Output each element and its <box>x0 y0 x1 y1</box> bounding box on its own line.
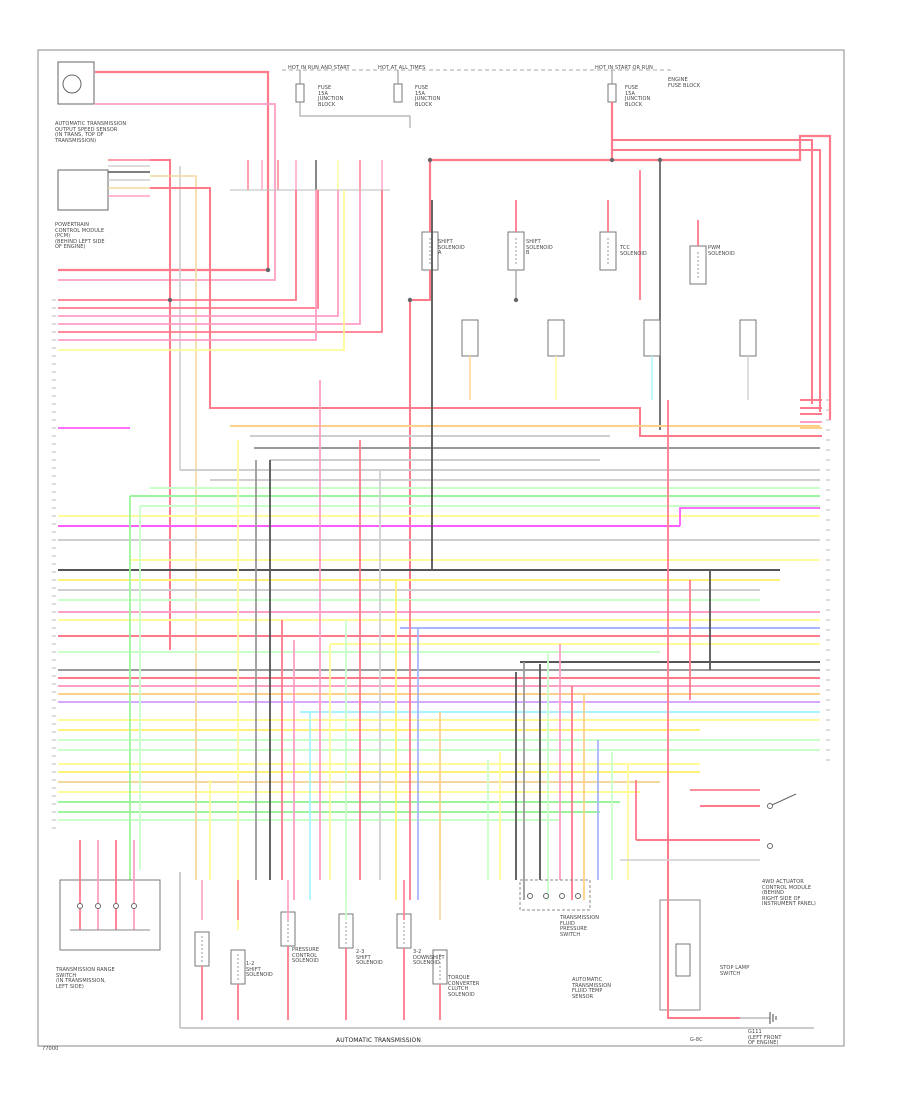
pcm-left-row <box>58 190 319 309</box>
wire-red-supply-left <box>428 158 612 200</box>
relay-switch-icon <box>461 319 479 357</box>
switch-contact-icon <box>575 893 581 899</box>
pcm-left-row <box>58 190 383 333</box>
brake-switch-contact-icon <box>767 843 773 849</box>
brake-switch-arm <box>771 793 797 806</box>
wire-red-supply-right2 <box>612 149 821 412</box>
splice-dot <box>513 297 519 303</box>
wire-red-supply-right3 <box>612 139 813 404</box>
pcm-left-row <box>58 190 317 341</box>
splice-dot <box>427 157 433 163</box>
sensor-box <box>57 61 95 105</box>
sensor-coil-icon <box>62 74 82 94</box>
switch-contact-icon <box>543 893 549 899</box>
wire-gray-pcm <box>179 166 820 471</box>
switch-contact-icon <box>113 903 119 909</box>
fuse-out <box>299 102 411 128</box>
wire-red-relay1-out <box>409 270 431 600</box>
splice-dot <box>407 297 413 303</box>
relay-switch-icon <box>547 319 565 357</box>
pcm-left-row <box>58 190 361 325</box>
module-coil-icon <box>675 943 691 977</box>
wire-red-mid <box>150 187 820 437</box>
switch-contact-icon <box>527 893 533 899</box>
pcm-connector-box <box>57 169 109 211</box>
wire-red-top <box>58 70 270 272</box>
wire-red-supply-right <box>612 134 832 420</box>
fuse-icon <box>607 83 617 103</box>
switch-contact-icon <box>131 903 137 909</box>
pcm-left-row <box>58 190 339 317</box>
relay-switch-icon <box>643 319 661 357</box>
relay-switch-icon <box>739 319 757 357</box>
fuse-icon <box>295 83 305 103</box>
wire-pink-top <box>58 103 276 281</box>
splice-dot <box>657 157 663 163</box>
wire-red-module <box>667 834 740 1019</box>
pressure-switch-box <box>519 879 591 911</box>
wire-red-left-trunk <box>150 159 171 650</box>
switch-contact-icon <box>77 903 83 909</box>
wire-magenta-right <box>679 507 820 526</box>
wire-tan-left <box>150 175 197 700</box>
right-module-box <box>659 899 701 1011</box>
switch-contact-icon <box>559 893 565 899</box>
pcm-left-row <box>58 190 345 351</box>
range-switch-box <box>59 879 161 951</box>
splice-dot <box>265 267 271 273</box>
splice-dot <box>609 157 615 163</box>
splice-dot <box>167 297 173 303</box>
diagram-frame <box>37 49 845 1047</box>
switch-contact-icon <box>95 903 101 909</box>
pcm-left-row <box>58 190 297 301</box>
brake-switch-contact-icon <box>767 803 773 809</box>
fuse-icon <box>393 83 403 103</box>
